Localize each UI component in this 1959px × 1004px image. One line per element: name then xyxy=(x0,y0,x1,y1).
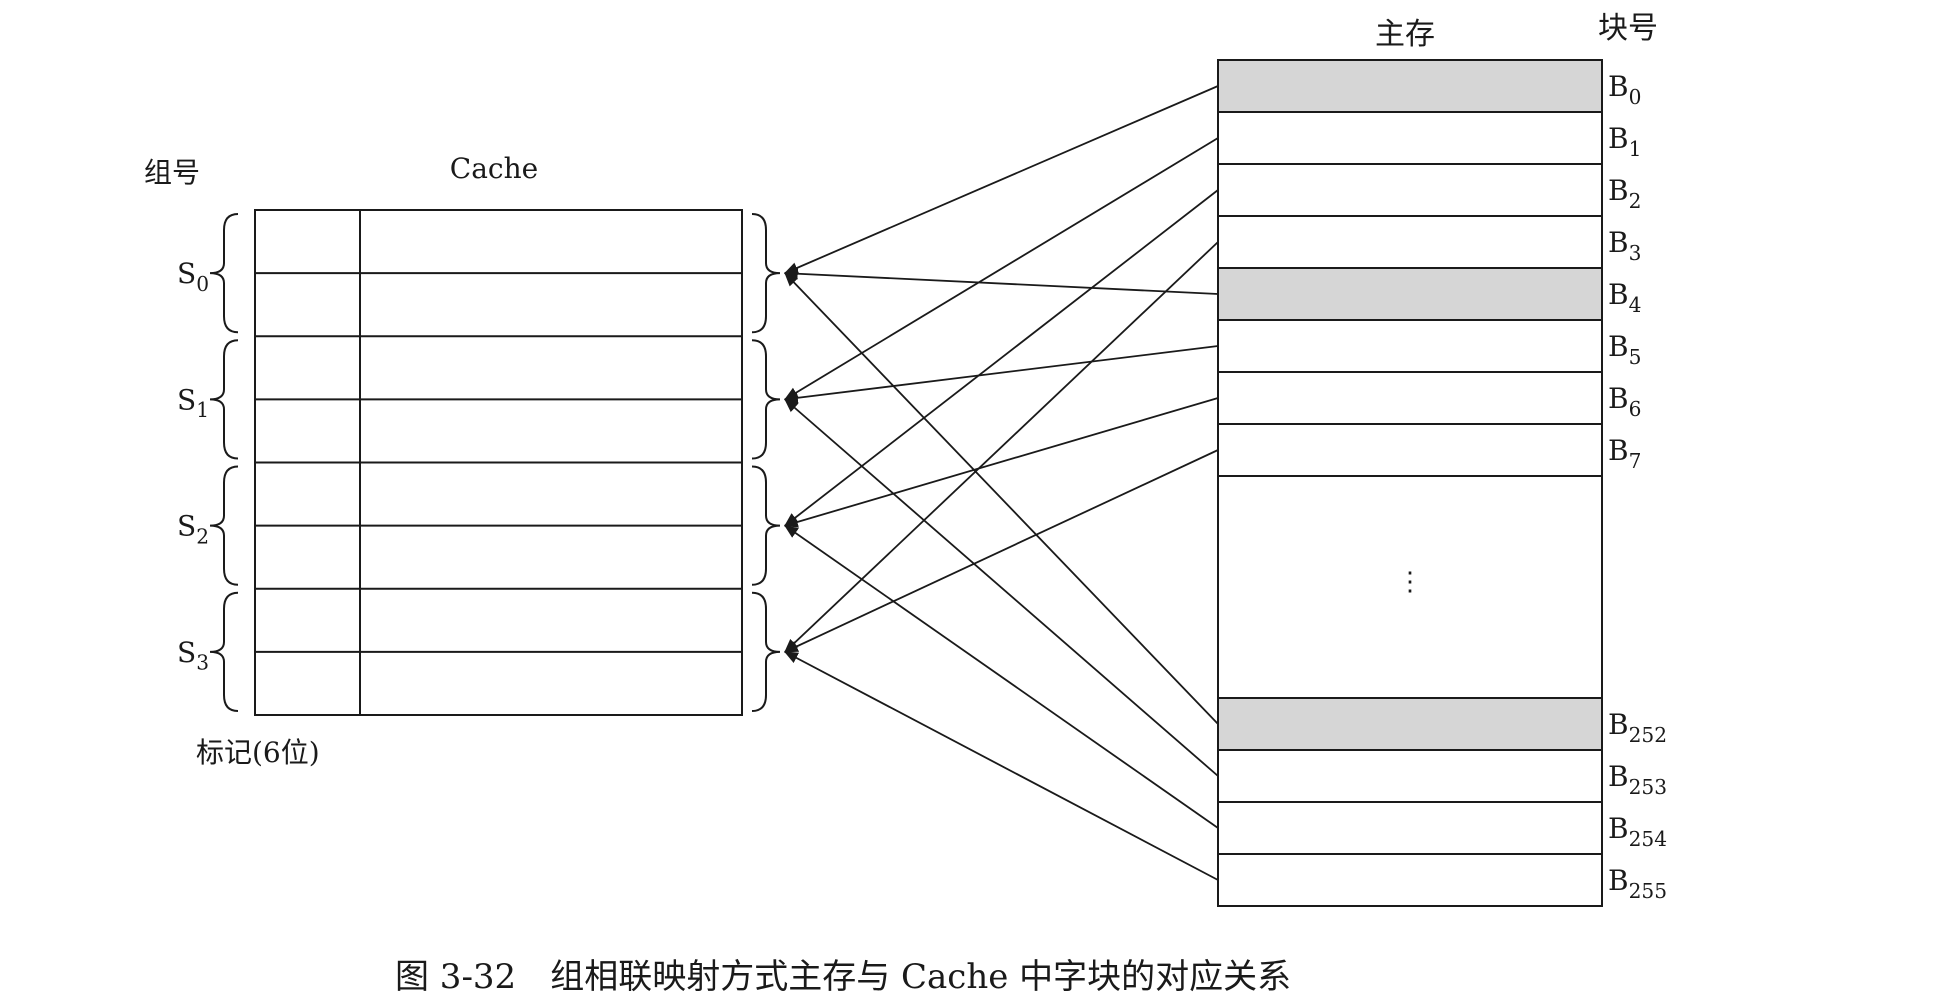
set-label: S3 xyxy=(177,636,209,675)
mapping-arrow xyxy=(783,651,1219,881)
mapping-arrow xyxy=(783,397,1219,528)
left-set-brace xyxy=(209,591,239,712)
cache-title: Cache xyxy=(450,152,538,185)
block-label: B6 xyxy=(1608,382,1641,421)
block-label-subscript: 7 xyxy=(1629,449,1642,473)
memory-ellipsis: ⋮ xyxy=(1397,567,1423,597)
set-label-subscript: 3 xyxy=(196,651,209,675)
block-label-base: B xyxy=(1608,122,1629,155)
memory-block-shaded xyxy=(1219,61,1601,111)
block-label-base: B xyxy=(1608,174,1629,207)
memory-block-shaded xyxy=(1219,699,1601,749)
block-label-base: B xyxy=(1608,812,1629,845)
memory-table xyxy=(1217,59,1603,907)
block-label-base: B xyxy=(1608,708,1629,741)
group-number-header: 组号 xyxy=(144,156,200,189)
right-set-brace xyxy=(751,465,781,586)
memory-outline xyxy=(1217,59,1603,907)
memory-title: 主存 xyxy=(1375,17,1435,52)
block-label-subscript: 253 xyxy=(1629,775,1667,799)
set-label-base: S xyxy=(177,383,196,416)
block-label-base: B xyxy=(1608,70,1629,103)
right-set-brace xyxy=(751,213,781,334)
block-number-header: 块号 xyxy=(1598,11,1658,46)
block-label: B253 xyxy=(1608,760,1667,799)
block-label-subscript: 0 xyxy=(1629,85,1642,109)
right-set-brace xyxy=(751,591,781,712)
block-label: B1 xyxy=(1608,122,1641,161)
block-label-base: B xyxy=(1608,760,1629,793)
mapping-arrow xyxy=(784,272,1219,725)
block-label-subscript: 2 xyxy=(1629,189,1642,213)
mapping-arrow xyxy=(784,189,1219,527)
mapping-arrow xyxy=(784,137,1219,401)
block-label: B255 xyxy=(1608,864,1667,903)
set-label-subscript: 0 xyxy=(196,272,209,296)
block-label: B0 xyxy=(1608,70,1641,109)
mapping-arrows xyxy=(783,85,1219,881)
set-label-subscript: 1 xyxy=(196,398,209,422)
tag-label: 标记(6位) xyxy=(196,736,320,769)
left-set-brace xyxy=(209,339,239,460)
right-set-brace xyxy=(751,339,781,460)
block-label-subscript: 5 xyxy=(1629,345,1642,369)
left-set-brace xyxy=(209,213,239,334)
figure-caption: 图 3-32 组相联映射方式主存与 Cache 中字块的对应关系 xyxy=(395,957,1291,997)
block-label: B254 xyxy=(1608,812,1667,851)
block-label: B2 xyxy=(1608,174,1641,213)
block-label-subscript: 3 xyxy=(1629,241,1642,265)
set-label-base: S xyxy=(177,257,196,290)
mapping-arrow xyxy=(784,241,1219,653)
block-label-base: B xyxy=(1608,330,1629,363)
block-label-base: B xyxy=(1608,278,1629,311)
cache-table xyxy=(254,209,743,716)
set-label: S0 xyxy=(177,257,209,296)
block-label: B3 xyxy=(1608,226,1641,265)
block-label: B4 xyxy=(1608,278,1641,317)
block-label: B252 xyxy=(1608,708,1667,747)
mapping-arrow xyxy=(783,345,1219,404)
set-label-subscript: 2 xyxy=(196,524,209,548)
mapping-arrow xyxy=(783,85,1219,274)
block-label-subscript: 6 xyxy=(1629,397,1642,421)
left-set-brace xyxy=(209,465,239,586)
block-label: B7 xyxy=(1608,434,1641,473)
block-label-base: B xyxy=(1608,226,1629,259)
mapping-arrow xyxy=(784,524,1219,829)
mapping-arrow xyxy=(783,449,1219,653)
mapping-arrow xyxy=(784,398,1219,777)
set-label-base: S xyxy=(177,636,196,669)
cache-braces xyxy=(209,213,781,712)
set-label-base: S xyxy=(177,510,196,543)
block-label-base: B xyxy=(1608,382,1629,415)
block-label-base: B xyxy=(1608,864,1629,897)
set-label: S2 xyxy=(177,510,209,549)
mapping-arrow xyxy=(783,267,1219,295)
block-label-subscript: 254 xyxy=(1629,827,1667,851)
memory-block-shaded xyxy=(1219,269,1601,319)
block-label-base: B xyxy=(1608,434,1629,467)
block-label-subscript: 1 xyxy=(1629,137,1642,161)
block-label-subscript: 4 xyxy=(1629,293,1642,317)
block-label-subscript: 252 xyxy=(1629,723,1667,747)
block-label-subscript: 255 xyxy=(1629,879,1667,903)
block-label: B5 xyxy=(1608,330,1641,369)
set-label: S1 xyxy=(177,383,209,422)
